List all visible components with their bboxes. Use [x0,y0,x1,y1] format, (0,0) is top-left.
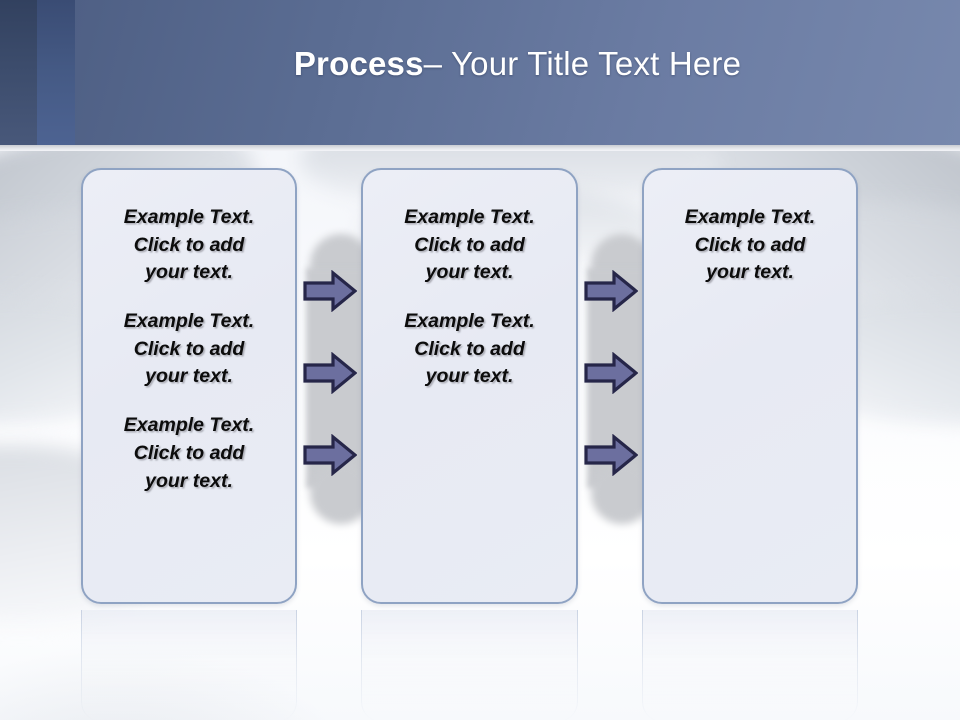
process-box[interactable]: Example Text. Click to add your text. [642,168,858,604]
process-box-paragraph[interactable]: Example Text. Click to add your text. [123,310,255,388]
process-box-paragraph[interactable]: Example Text. Click to add your text. [404,310,535,388]
process-arrow-icon[interactable] [584,270,638,312]
process-arrow-icon[interactable] [303,352,357,394]
process-box[interactable]: Example Text. Click to add your text. Exa… [81,168,297,604]
process-arrow-icon[interactable] [584,352,638,394]
title-bar-accent-band-mid [37,0,75,145]
process-arrow-icon[interactable] [303,270,357,312]
process-box[interactable]: Example Text. Click to add your text. Exa… [361,168,578,604]
process-arrow-icon[interactable] [303,434,357,476]
process-box-paragraph[interactable]: Example Text. Click to add your text. [123,414,255,492]
process-arrow-icon[interactable] [584,434,638,476]
title-bar: Process – Your Title Text Here [0,0,960,145]
process-box-paragraph[interactable]: Example Text. Click to add your text. [123,206,255,284]
process-box-reflection [81,610,297,720]
page-title: Process – Your Title Text Here [75,0,960,145]
page-title-strong: Process [293,44,424,82]
title-bar-accent-band-dark [0,0,37,145]
process-box-paragraph[interactable]: Example Text. Click to add your text. [684,206,816,284]
process-box-reflection [642,610,858,720]
process-box-reflection [361,610,578,720]
process-box-paragraph[interactable]: Example Text. Click to add your text. [404,206,535,284]
page-title-rest: – Your Title Text Here [423,44,742,82]
title-bar-gradient [75,0,960,145]
title-bar-underline [0,145,960,151]
